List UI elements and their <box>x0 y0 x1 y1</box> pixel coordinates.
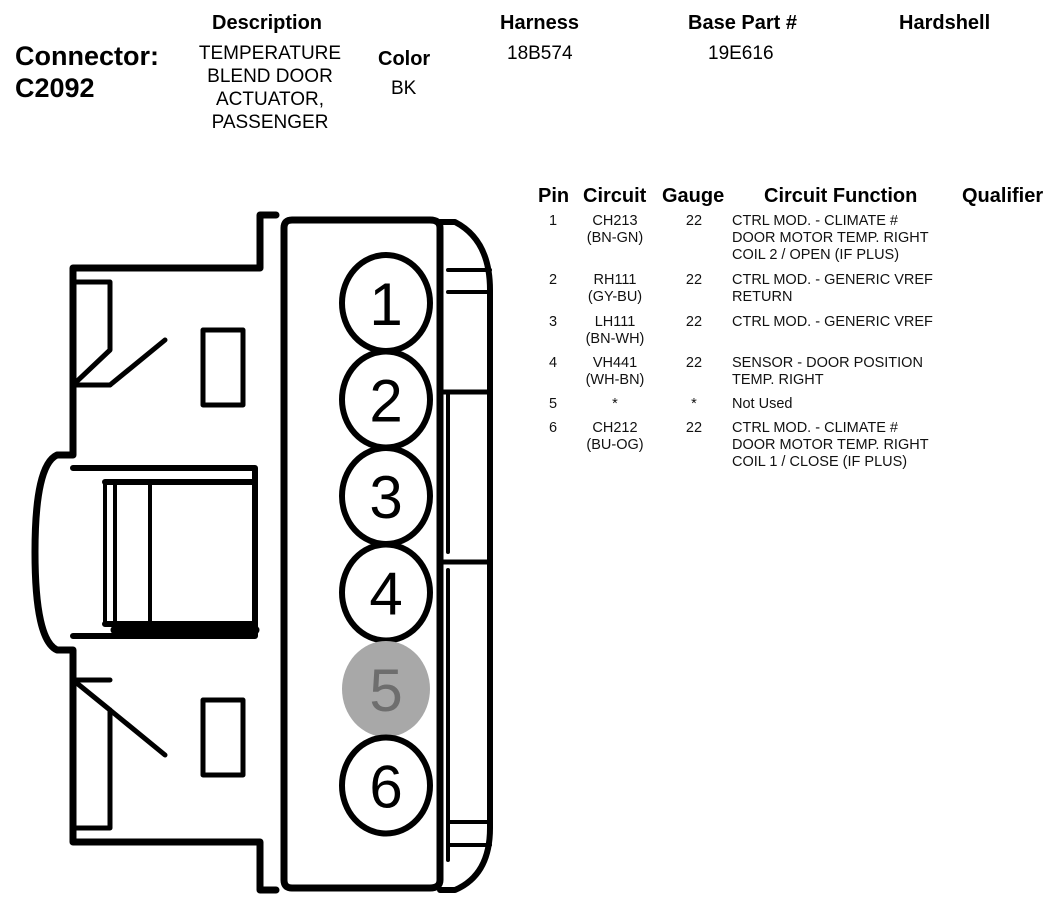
housing-tab-top <box>70 265 113 458</box>
row-pin: 3 <box>548 314 558 330</box>
function-line: TEMP. RIGHT <box>732 372 824 388</box>
row-pin: 6 <box>548 420 558 436</box>
description-line: PASSENGER <box>211 112 329 133</box>
pin-number-4: 4 <box>369 561 402 628</box>
connector-id: C2092 <box>15 73 95 103</box>
row-function: CTRL MOD. - GENERIC VREF RETURN <box>732 272 933 306</box>
housing-outline <box>31 211 280 894</box>
window-bottom <box>200 697 246 778</box>
row-circuit: CH213 <box>592 213 638 229</box>
harness-heading: Harness <box>500 12 579 34</box>
hardshell-heading: Hardshell <box>899 12 991 34</box>
connector-label: Connector: <box>15 41 159 71</box>
row-function: SENSOR - DOOR POSITION TEMP. RIGHT <box>732 355 923 389</box>
row-wire-color: (BN-WH) <box>585 331 645 347</box>
function-line: CTRL MOD. - CLIMATE # <box>732 420 898 436</box>
window-top <box>200 327 246 408</box>
row-gauge: 22 <box>685 272 703 288</box>
pin-circle-6 <box>339 734 433 837</box>
pin-number-3: 3 <box>369 464 402 531</box>
pin-number-5: 5 <box>369 657 402 724</box>
pin-number-2: 2 <box>369 368 402 435</box>
row-circuit: CH212 <box>592 420 638 436</box>
latch-line-top <box>107 337 168 388</box>
pin-number-6: 6 <box>369 754 402 821</box>
function-line: DOOR MOTOR TEMP. RIGHT <box>732 437 929 453</box>
row-gauge: 22 <box>685 355 703 371</box>
row-function: CTRL MOD. - CLIMATE # DOOR MOTOR TEMP. R… <box>732 420 929 471</box>
row-function: CTRL MOD. - CLIMATE # DOOR MOTOR TEMP. R… <box>732 213 929 264</box>
pin-body <box>280 216 444 892</box>
row-wire-color: (WH-BN) <box>585 372 645 388</box>
description-line: TEMPERATURE <box>198 43 342 64</box>
row-circuit: VH441 <box>592 355 638 371</box>
row-function: Not Used <box>732 396 792 413</box>
row-circuit: LH111 <box>594 314 636 330</box>
function-line: DOOR MOTOR TEMP. RIGHT <box>732 230 929 246</box>
row-circuit: * <box>612 396 618 412</box>
col-qualifier: Qualifier <box>962 185 1044 207</box>
right-shell-inner-top <box>446 268 492 294</box>
col-pin: Pin <box>538 185 570 207</box>
description-line: BLEND DOOR <box>207 66 333 87</box>
function-line: CTRL MOD. - GENERIC VREF <box>732 272 933 288</box>
pin-number-1: 1 <box>369 271 402 338</box>
pin-group: 1 2 3 4 5 6 <box>339 252 433 837</box>
row-circuit: RH111 <box>593 272 637 288</box>
latch-line-bottom <box>107 707 168 758</box>
description-heading: Description <box>212 12 323 34</box>
housing-tab-bottom <box>70 647 113 831</box>
pin-circle-4 <box>339 541 433 644</box>
col-gauge: Gauge <box>662 185 725 207</box>
function-line: CTRL MOD. - GENERIC VREF <box>732 314 933 330</box>
function-line: SENSOR - DOOR POSITION <box>732 355 923 371</box>
row-gauge: * <box>691 396 697 412</box>
pin-circle-5 <box>342 641 430 737</box>
function-line: CTRL MOD. - CLIMATE # <box>732 213 898 229</box>
row-pin: 5 <box>548 396 558 412</box>
row-gauge: 22 <box>685 314 703 330</box>
row-wire-color: (GY-BU) <box>587 289 643 305</box>
function-line: COIL 1 / CLOSE (IF PLUS) <box>732 454 908 470</box>
function-line: RETURN <box>732 289 793 305</box>
color-heading: Color <box>378 48 431 70</box>
function-line: COIL 2 / OPEN (IF PLUS) <box>732 247 900 263</box>
row-gauge: 22 <box>685 213 703 229</box>
latch-block-ribs <box>103 480 152 626</box>
row-wire-color: (BN-GN) <box>586 230 644 246</box>
base-part-heading: Base Part # <box>688 12 797 34</box>
right-shell-inner-bottom <box>446 820 492 847</box>
base-part-value: 19E616 <box>708 43 774 64</box>
latch-block <box>70 465 258 639</box>
row-pin: 4 <box>548 355 558 371</box>
col-circuit-function: Circuit Function <box>764 185 918 207</box>
row-gauge: 22 <box>685 420 703 436</box>
col-circuit: Circuit <box>583 185 647 207</box>
row-function: CTRL MOD. - GENERIC VREF <box>732 314 933 331</box>
color-value: BK <box>391 78 417 99</box>
row-pin: 2 <box>548 272 558 288</box>
row-wire-color: (BU-OG) <box>586 437 644 453</box>
description-text: TEMPERATURE BLEND DOOR ACTUATOR, PASSENG… <box>170 42 370 134</box>
row-pin: 1 <box>548 213 558 229</box>
latch-block-inner <box>102 479 258 627</box>
harness-value: 18B574 <box>507 43 573 64</box>
function-line: Not Used <box>732 396 793 412</box>
description-line: ACTUATOR, <box>215 89 325 110</box>
